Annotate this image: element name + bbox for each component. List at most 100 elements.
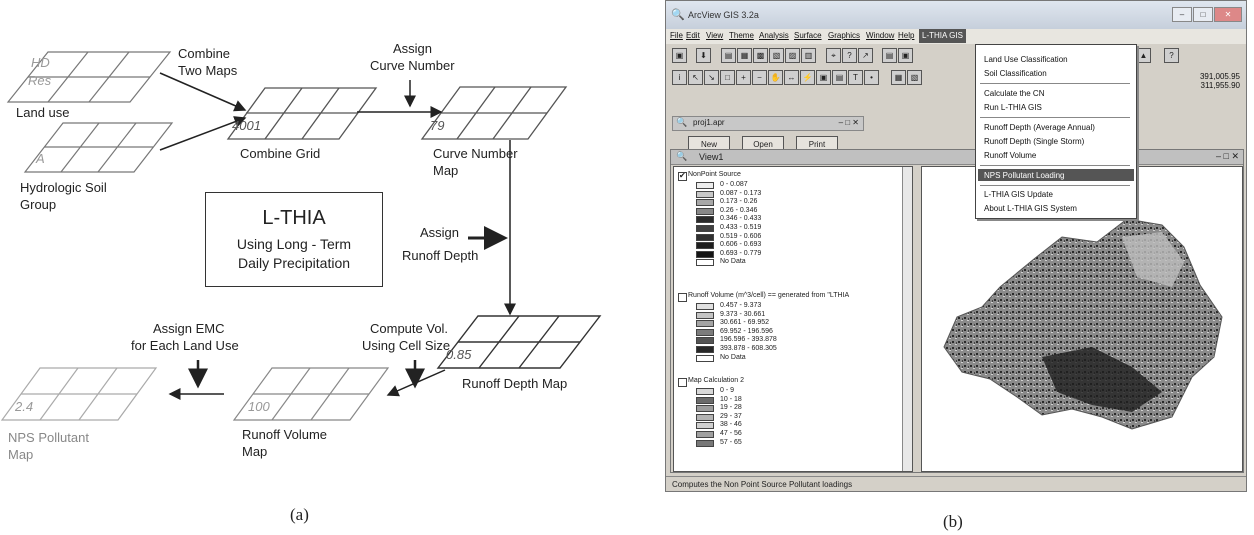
menu-item-soil-classification[interactable]: Soil Classification [984,69,1047,78]
save-icon[interactable]: ▣ [672,48,687,63]
menu-item-runoff-volume[interactable]: Runoff Volume [984,151,1037,160]
menu-window[interactable]: Window [866,31,895,40]
menu-surface[interactable]: Surface [794,31,822,40]
theme-name[interactable]: Runoff Volume (m^3/cell) == generated fr… [688,292,850,299]
legend-class-label: 393.878 - 608.305 [720,345,777,352]
project-window-controls[interactable]: – □ ✕ [838,118,859,127]
landuse-cell-value-2: Res [28,73,52,88]
runoff-volume-cell-value: 100 [248,399,270,414]
print-icon[interactable]: ▣ [898,48,913,63]
select-icon[interactable]: □ [720,70,735,85]
menu-graphics[interactable]: Graphics [828,31,861,40]
theme-props-icon[interactable]: ▤ [721,48,736,63]
nps-map-label-1: NPS Pollutant [8,430,89,445]
legend-class-label: 0.433 - 0.519 [720,224,762,231]
menu-item-run-lthia[interactable]: Run L-THIA GIS [984,103,1042,112]
legend-swatch [696,250,714,258]
menu-item-land-use-classification[interactable]: Land Use Classification [984,55,1068,64]
assign-cn-label-1: Assign [393,41,433,56]
menu-separator [980,117,1130,118]
help-query-icon[interactable]: ? [842,48,857,63]
project-icon: 🔍 [676,117,688,127]
hotlink-icon[interactable]: ↗ [858,48,873,63]
menu-highlight [978,169,1134,181]
legend-class-label: 29 - 37 [720,412,742,420]
fill-icon[interactable]: ▲ [1136,48,1151,63]
label-icon[interactable]: ▤ [832,70,847,85]
pointer-icon[interactable]: ↖ [688,70,703,85]
legend-swatch [696,225,714,232]
soil-label-2: Group [20,197,57,212]
map-display[interactable] [921,166,1243,472]
edit-legend-icon[interactable]: ▦ [737,48,752,63]
cn-cell-value: 79 [430,118,445,133]
legend-class-label: No Data [720,258,746,266]
view-title-bar[interactable]: 🔍 View1 – □ ✕ [671,150,1243,165]
menu-view[interactable]: View [706,31,724,40]
snap-icon[interactable]: ▧ [907,70,922,85]
assign-rd-label-2: Runoff Depth [402,248,479,263]
query-icon[interactable]: ▧ [769,48,784,63]
menu-lthia-gis[interactable]: L-THIA GIS [919,29,966,43]
measure-icon[interactable]: ↔ [784,70,799,85]
menu-theme[interactable]: Theme [729,31,754,40]
toc-scrollbar[interactable] [902,167,912,471]
locate-icon[interactable]: ▨ [785,48,800,63]
coord-x: 391,005.95 [1199,72,1240,81]
text-icon[interactable]: T [848,70,863,85]
identify-icon[interactable]: i [672,70,687,85]
theme-name[interactable]: NonPoint Source [688,171,741,178]
zoom-out-icon[interactable]: − [752,70,767,85]
vertex-icon[interactable]: ↘ [704,70,719,85]
menu-item-calculate-cn[interactable]: Calculate the CN [984,89,1045,98]
menu-analysis[interactable]: Analysis [759,31,789,40]
view-window-controls[interactable]: – □ ✕ [1216,151,1239,161]
menu-item-runoff-depth-annual[interactable]: Runoff Depth (Average Annual) [984,123,1095,132]
menu-item-lthia-update[interactable]: L-THIA GIS Update [984,190,1053,199]
menu-item-nps-loading[interactable]: NPS Pollutant Loading [984,171,1065,180]
find-icon[interactable]: ⌖ [826,48,841,63]
menu-edit[interactable]: Edit [686,31,700,40]
close-button[interactable]: ✕ [1214,7,1242,22]
add-theme-icon[interactable]: ⬇ [696,48,711,63]
menu-separator [980,185,1130,186]
theme-name[interactable]: Map Calculation 2 [688,377,745,384]
flowchart-graphics [0,51,602,421]
coordinate-readout: 391,005.95 311,955.90 [1200,72,1240,90]
minimize-button[interactable]: – [1172,7,1192,22]
theme-visibility-checkbox[interactable]: ✔ [678,171,687,181]
pan-icon[interactable]: ✋ [768,70,783,85]
draw-icon[interactable]: ▦ [891,70,906,85]
theme-visibility-checkbox[interactable] [678,293,687,302]
menu-item-about[interactable]: About L-THIA GIS System [984,204,1077,213]
maximize-button[interactable]: □ [1193,7,1213,22]
status-text: Computes the Non Point Source Pollutant … [672,480,853,489]
point-icon[interactable]: • [864,70,879,85]
menu-help[interactable]: Help [898,31,915,40]
layout-icon[interactable]: ▤ [882,48,897,63]
landuse-cell-value-1: HD [31,55,50,70]
nps-grid [0,367,158,421]
hotlink-tool-icon[interactable]: ⚡ [800,70,815,85]
title-bar[interactable]: 🔍 ArcView GIS 3.2a – □ ✕ [666,1,1246,30]
legend-swatch [696,439,714,447]
legend-swatch [696,328,714,336]
legend-class-label: 0.26 - 0.346 [720,206,758,214]
table-icon[interactable]: ▩ [753,48,768,63]
legend-swatch [696,422,714,430]
landuse-grid [6,51,172,103]
project-title-bar[interactable]: 🔍 proj1.apr – □ ✕ [672,116,864,131]
chart-icon[interactable]: ▥ [801,48,816,63]
assign-rd-label-1: Assign [420,225,460,240]
view-icon: 🔍 [676,151,688,161]
area-icon[interactable]: ▣ [816,70,831,85]
legend-swatch [696,337,714,345]
menu-file[interactable]: File [670,31,683,40]
zoom-in-icon[interactable]: + [736,70,751,85]
theme-visibility-checkbox[interactable] [678,378,687,387]
menu-item-runoff-depth-storm[interactable]: Runoff Depth (Single Storm) [984,137,1085,146]
legend-swatch [696,405,714,413]
legend-class-label: 0.457 - 9.373 [720,302,762,309]
help-icon[interactable]: ? [1164,48,1179,63]
